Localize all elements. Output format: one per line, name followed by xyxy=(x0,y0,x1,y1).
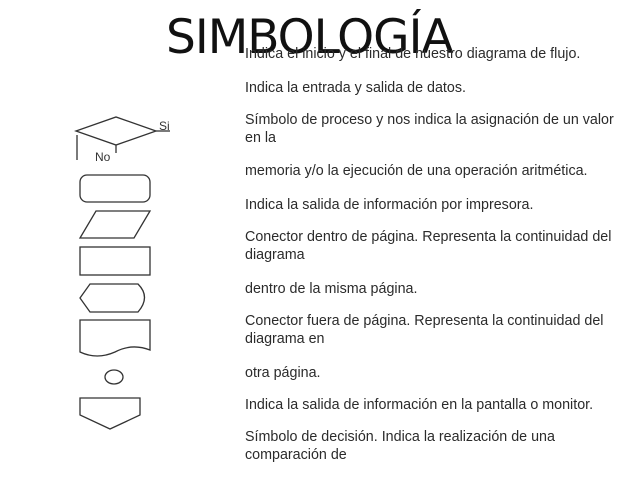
description-1: Indica la entrada y salida de datos. xyxy=(245,80,466,96)
data-symbol xyxy=(78,210,152,239)
document-symbol xyxy=(79,319,151,357)
flowchart-symbols: Si No xyxy=(0,0,240,479)
description-4: Indica la salida de información por impr… xyxy=(245,197,534,213)
description-3: memoria y/o la ejecución de una operació… xyxy=(245,163,588,179)
description-0: Indica el inicio y el final de nuestro d… xyxy=(245,46,581,62)
description-8: otra página. xyxy=(245,365,321,381)
process-symbol xyxy=(79,246,151,276)
description-6: dentro de la misma página. xyxy=(245,281,418,297)
description-7: Conector fuera de página. Representa la … xyxy=(245,313,604,347)
description-2: Símbolo de proceso y nos indica la asign… xyxy=(245,112,614,146)
decision-yes-label: Si xyxy=(159,119,170,133)
decision-symbol xyxy=(74,116,170,160)
decision-no-label: No xyxy=(95,150,111,164)
slide-title: SIMBOLOGÍA xyxy=(166,10,454,65)
connector-symbol xyxy=(104,369,124,385)
display-symbol xyxy=(79,283,146,313)
offpage-connector-symbol xyxy=(79,397,141,430)
terminal-symbol xyxy=(79,174,151,203)
description-10: Símbolo de decisión. Indica la realizaci… xyxy=(245,429,555,463)
symbols-canvas: Si No xyxy=(74,116,170,430)
description-9: Indica la salida de información en la pa… xyxy=(245,397,594,413)
description-5: Conector dentro de página. Representa la… xyxy=(245,229,612,263)
